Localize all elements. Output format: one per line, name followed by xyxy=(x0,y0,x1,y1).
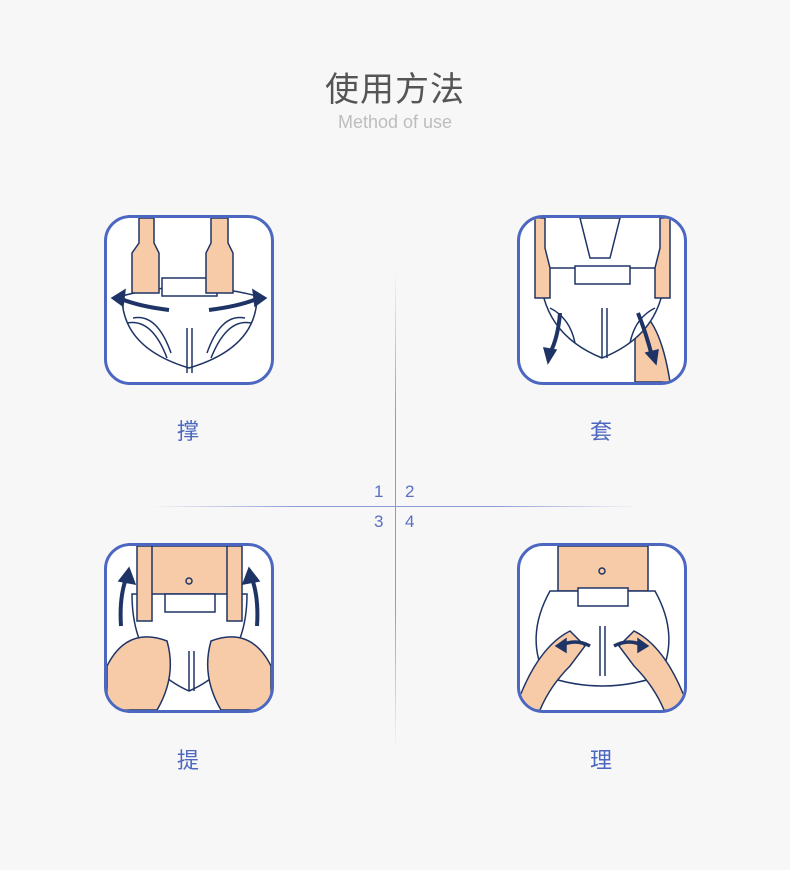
diaper-pull-up-icon xyxy=(104,543,274,713)
step-number-4: 4 xyxy=(405,512,415,531)
divider-vertical xyxy=(395,270,396,750)
step-label-4: 理 xyxy=(589,749,612,774)
step-label-2: 套 xyxy=(589,420,612,445)
step-number-2: 2 xyxy=(405,482,415,501)
page-subtitle: Method of use xyxy=(337,112,453,132)
step-label-1: 撑 xyxy=(176,420,199,445)
diaper-adjust-icon xyxy=(517,543,687,713)
diaper-put-on-icon xyxy=(517,215,687,385)
step-number-3: 3 xyxy=(374,512,384,531)
divider-horizontal xyxy=(150,506,640,507)
page-title: 使用方法 xyxy=(325,70,465,110)
step-number-1: 1 xyxy=(374,482,384,501)
step-label-3: 提 xyxy=(176,749,199,774)
diaper-stretch-icon xyxy=(104,215,274,385)
